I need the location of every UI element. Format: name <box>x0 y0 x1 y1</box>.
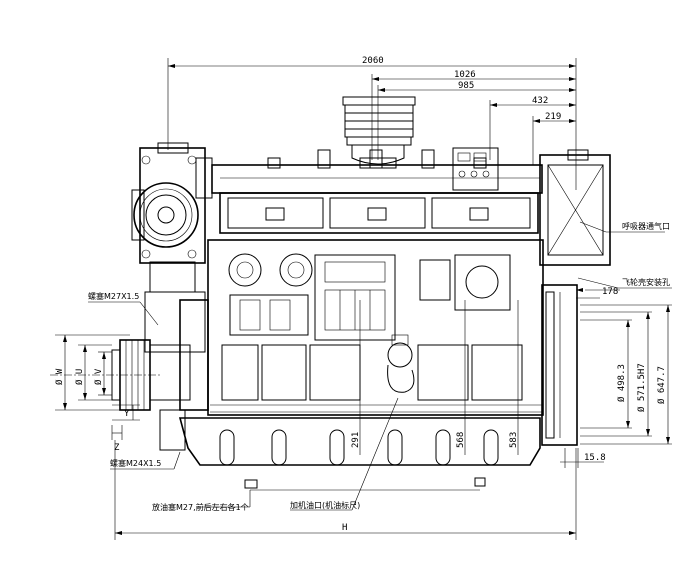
note-oil-fill: 加机油口(机油标尺) <box>290 500 360 510</box>
crankcase <box>207 239 544 416</box>
dim-432: 432 <box>532 96 548 106</box>
dim-dia-498: Ø 498.3 <box>616 364 627 402</box>
front-housing <box>131 142 213 353</box>
dim-219: 219 <box>545 112 561 122</box>
dim-dia-647: Ø 647.7 <box>656 366 667 404</box>
dim-15-8: 15.8 <box>584 453 606 463</box>
turbocharger <box>342 96 416 169</box>
dim-y: Y <box>124 409 130 419</box>
note-oil-drain: 放油塞M27,前后左右各1个 <box>152 502 249 512</box>
dim-291: 291 <box>351 432 361 448</box>
flywheel-housing <box>539 149 611 446</box>
note-flywheel-holes: 飞轮壳安装孔 <box>622 277 670 287</box>
right-dimensions <box>560 288 672 468</box>
oil-sump <box>178 417 541 489</box>
dim-985: 985 <box>458 81 474 91</box>
dim-1026: 1026 <box>454 70 476 80</box>
note-thread-m27: 螺塞M27X1.5 <box>88 291 139 301</box>
note-leaders <box>88 221 672 511</box>
dim-z: Z <box>114 443 120 453</box>
dim-dia-w: Ø W <box>54 368 65 385</box>
cylinder-head-area <box>211 147 543 241</box>
dim-h: H <box>342 523 347 533</box>
top-dimension-lines <box>167 58 577 190</box>
dim-178: 178 <box>602 287 618 297</box>
bottom-dimension-h <box>114 440 577 540</box>
left-dimensions <box>50 334 160 440</box>
dim-dia-571: Ø 571.5H7 <box>636 363 647 412</box>
note-thread-m24: 螺塞M24X1.5 <box>110 458 161 468</box>
note-breather: 呼吸器通气口 <box>622 221 670 231</box>
dim-2060: 2060 <box>362 56 384 66</box>
dim-583: 583 <box>509 432 519 448</box>
dim-dia-u: Ø U <box>74 369 85 385</box>
dim-dia-v: Ø V <box>93 368 104 385</box>
dim-568: 568 <box>456 432 466 448</box>
